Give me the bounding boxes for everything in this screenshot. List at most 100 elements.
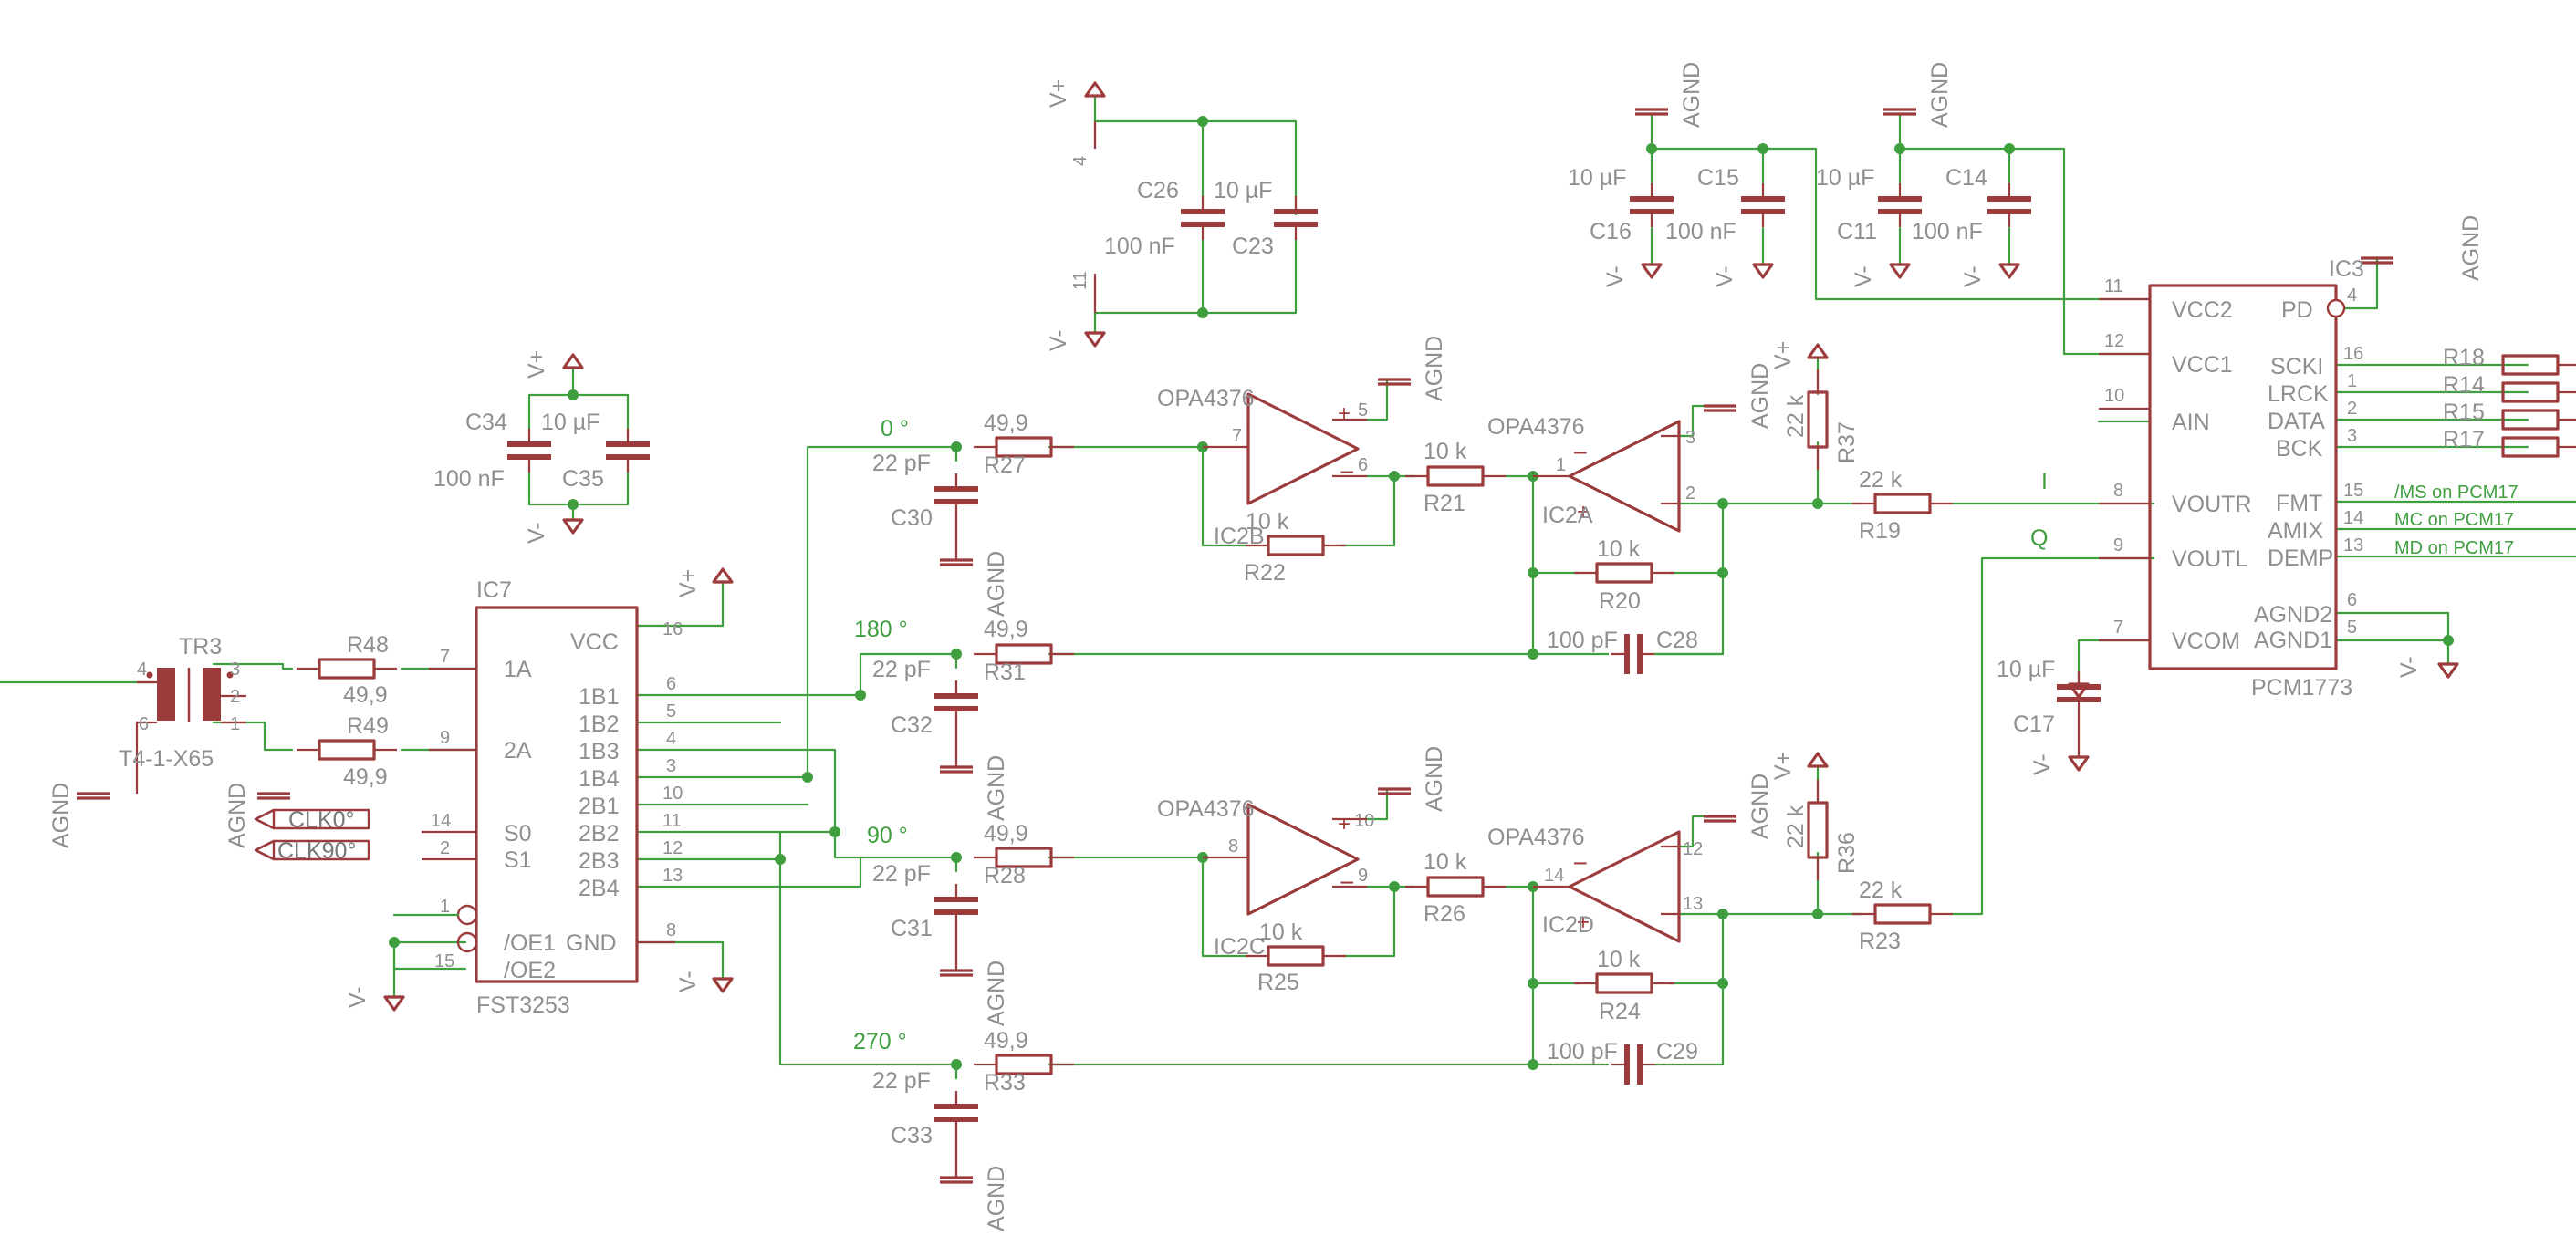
resistor-r23: 22 k R23 [1851, 878, 1955, 954]
svg-text:OPA4376: OPA4376 [1487, 414, 1585, 440]
svg-text:R24: R24 [1599, 999, 1641, 1024]
svg-text:2B4: 2B4 [579, 876, 620, 901]
agnd-label: AGND [2458, 215, 2484, 281]
capacitor-c29: 100 pF C29 [1547, 1039, 1698, 1086]
svg-text:R25: R25 [1257, 970, 1299, 995]
svg-text:R18: R18 [2443, 345, 2485, 370]
svg-text:11: 11 [1070, 271, 1090, 290]
svg-text:11: 11 [2104, 276, 2123, 296]
svg-text:10 k: 10 k [1597, 947, 1641, 972]
svg-text:12: 12 [1683, 839, 1703, 859]
agnd-label: AGND [984, 1166, 1009, 1231]
svg-text:R15: R15 [2443, 400, 2485, 425]
signal-i: I [2041, 469, 2048, 494]
svg-text:FMT: FMT [2276, 491, 2322, 516]
svg-text:22 pF: 22 pF [872, 1068, 931, 1094]
resistor-r22: 10 k R22 [1244, 509, 1348, 586]
svg-text:10 µF: 10 µF [541, 410, 600, 435]
svg-text:22 pF: 22 pF [872, 657, 931, 682]
rc-network-0deg: 0 ° 49,9 R27 22 pF C30 [872, 410, 1076, 560]
capacitor-c26: C26 100 nF [1104, 178, 1226, 259]
ic3-pcm1773: IC3 PCM1773 VCC2 VCC1 AIN VOUTR VOUTL VC… [2099, 256, 2364, 701]
svg-text:1B3: 1B3 [579, 739, 619, 764]
opamp-ic2a: OPA4376 IC2A 132 [1487, 414, 1695, 533]
svg-text:DEMP: DEMP [2268, 545, 2333, 571]
agnd-label: AGND [1422, 746, 1447, 812]
svg-text:9: 9 [440, 728, 450, 748]
clk90-connector: CLK90° [254, 838, 370, 864]
ic7-fst3253: IC7 FST3253 VCC 1A 2A S0 S1 /OE1 /OE2 GN… [392, 577, 683, 1018]
svg-text:22 k: 22 k [1859, 878, 1903, 903]
svg-text:C35: C35 [562, 466, 604, 492]
svg-text:6: 6 [1358, 455, 1368, 475]
agnd-label: AGND [1747, 363, 1773, 429]
svg-text:12: 12 [662, 838, 683, 858]
svg-text:6: 6 [666, 674, 676, 694]
svg-text:8: 8 [2113, 481, 2123, 501]
svg-text:C11: C11 [1837, 219, 1877, 244]
svg-text:10 µF: 10 µF [1816, 165, 1874, 191]
svg-text:C23: C23 [1232, 234, 1274, 259]
resistor-r25: 10 k R25 [1244, 919, 1348, 995]
vminus-label: V- [1851, 265, 1876, 287]
svg-text:R49: R49 [347, 713, 389, 739]
svg-text:R23: R23 [1859, 929, 1901, 954]
svg-text:C28: C28 [1656, 628, 1698, 653]
svg-text:2: 2 [2347, 399, 2357, 419]
svg-text:6: 6 [139, 714, 149, 734]
vplus-label: V+ [675, 569, 701, 597]
svg-text:R22: R22 [1244, 560, 1286, 586]
svg-text:22 pF: 22 pF [872, 861, 931, 887]
svg-text:1: 1 [440, 897, 450, 917]
svg-text:49,9: 49,9 [984, 617, 1028, 642]
svg-text:14: 14 [2343, 508, 2363, 528]
svg-text:10: 10 [1354, 811, 1374, 831]
svg-text:49,9: 49,9 [984, 410, 1028, 436]
agnd-label: AGND [984, 551, 1009, 617]
signal-mc: MC on PCM17 [2394, 510, 2514, 530]
svg-text:2B3: 2B3 [579, 848, 619, 874]
svg-text:VCC2: VCC2 [2172, 297, 2233, 323]
capacitor-c35: 10 µF C35 [541, 410, 652, 492]
svg-text:5: 5 [2347, 618, 2357, 638]
svg-text:180 °: 180 ° [854, 617, 908, 642]
svg-text:22 k: 22 k [1783, 394, 1809, 438]
capacitor-c17: 10 µF C17 [1997, 657, 2102, 772]
svg-text:1: 1 [1556, 455, 1566, 475]
svg-text:10 µF: 10 µF [1214, 178, 1272, 203]
svg-text:10 µF: 10 µF [1997, 657, 2055, 682]
svg-text:11: 11 [662, 811, 682, 831]
svg-text:10 k: 10 k [1597, 536, 1641, 562]
resistor-r21: 10 k R21 [1403, 439, 1507, 516]
agnd-label: AGND [984, 755, 1009, 821]
power-pin-stubs: 4 11 [1070, 121, 1097, 313]
svg-text:3: 3 [230, 660, 240, 680]
ic3-right-resistors: R18 R14 R15 R17 [2443, 345, 2576, 458]
svg-text:AIN: AIN [2172, 410, 2210, 435]
resistor-r24: 10 k R24 [1572, 947, 1676, 1024]
svg-text:49,9: 49,9 [984, 1028, 1028, 1054]
resistor-r37: 22 k R37 [1783, 368, 1860, 472]
opamp-ic2b: OPA4376 IC2B 756 [1157, 386, 1368, 549]
svg-text:C30: C30 [891, 505, 933, 531]
svg-text:PD: PD [2281, 297, 2313, 323]
svg-text:C14: C14 [1945, 165, 1987, 191]
agnd-label: AGND [224, 783, 250, 848]
svg-text:R19: R19 [1859, 518, 1901, 544]
svg-text:C29: C29 [1656, 1039, 1698, 1065]
agnd-label: AGND [48, 783, 74, 848]
ic7-value: FST3253 [476, 992, 570, 1018]
svg-text:VOUTR: VOUTR [2172, 492, 2252, 517]
svg-text:4: 4 [666, 729, 676, 749]
svg-text:9: 9 [1358, 866, 1368, 886]
svg-text:1B2: 1B2 [579, 711, 619, 737]
vminus-label: V- [345, 986, 370, 1008]
vminus-label: V- [675, 971, 701, 992]
capacitor-c14: C14 100 nF [1912, 165, 2033, 244]
resistor-r36: 22 k R36 [1783, 778, 1860, 882]
svg-text:1B1: 1B1 [579, 684, 619, 710]
svg-text:AGND1: AGND1 [2254, 628, 2332, 653]
svg-text:7: 7 [440, 647, 450, 667]
svg-text:IC2D: IC2D [1542, 912, 1594, 938]
